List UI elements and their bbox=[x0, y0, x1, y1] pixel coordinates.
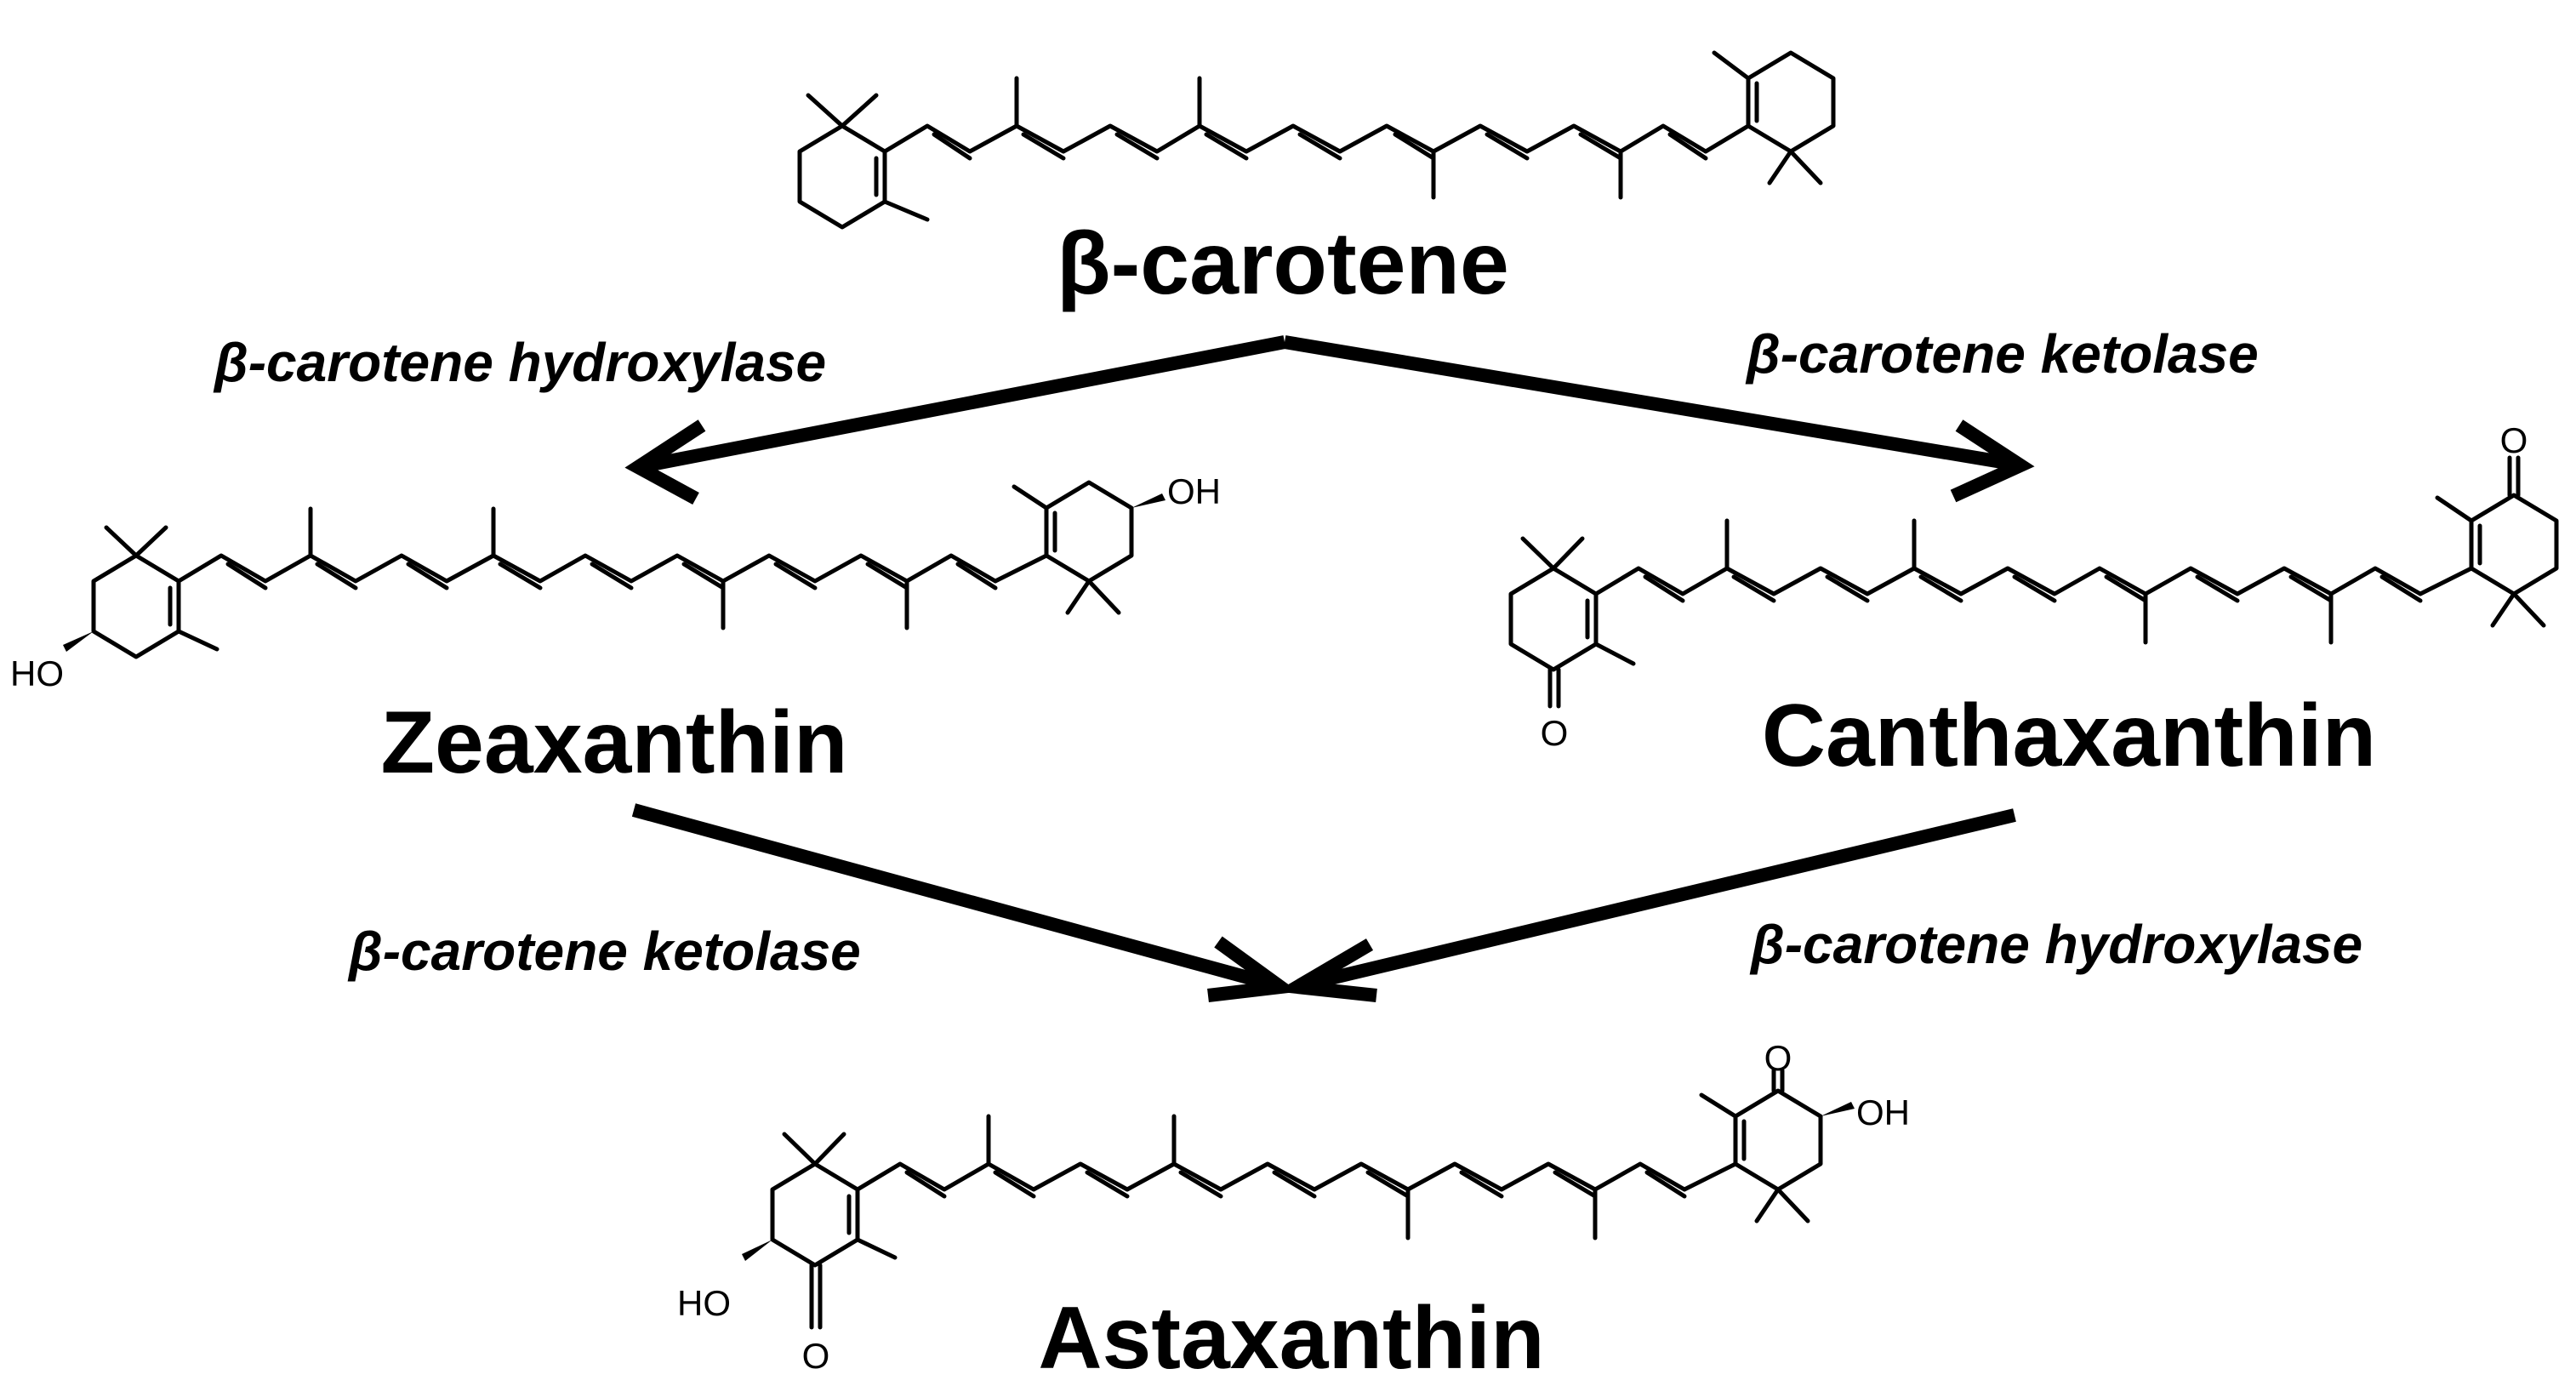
zeaxanthin-structure bbox=[63, 480, 1165, 659]
arrow-beta-carotene-to-zeaxanthin bbox=[624, 335, 1286, 505]
compound-name-astaxanthin: Astaxanthin bbox=[1038, 1289, 1544, 1382]
arrow-zeaxanthin-to-astaxanthin bbox=[631, 803, 1299, 1002]
astaxanthin-structure bbox=[742, 1068, 1855, 1330]
beta-carotene-structure bbox=[797, 50, 1836, 230]
enzyme-label-ketolase-top: β-carotene ketolase bbox=[1745, 323, 2259, 385]
zeaxanthin-ho-label: HO bbox=[10, 653, 64, 693]
compound-name-canthaxanthin: Canthaxanthin bbox=[1762, 687, 2376, 785]
arrow-canthaxanthin-to-astaxanthin bbox=[1276, 808, 2016, 1002]
astaxanthin-ho-label: HO bbox=[677, 1283, 731, 1323]
zeaxanthin-oh-label: OH bbox=[1167, 471, 1221, 511]
astaxanthin-ketone-left-label: O bbox=[802, 1336, 830, 1376]
arrow-beta-carotene-to-canthaxanthin bbox=[1283, 335, 2035, 503]
astaxanthin-ketone-right-label: O bbox=[1764, 1038, 1792, 1078]
enzyme-label-hydroxylase-top: β-carotene hydroxylase bbox=[213, 332, 826, 393]
canthaxanthin-structure bbox=[1508, 455, 2559, 709]
astaxanthin-oh-label: OH bbox=[1856, 1092, 1910, 1132]
compound-name-beta-carotene: β-carotene bbox=[1057, 214, 1509, 313]
compound-name-zeaxanthin: Zeaxanthin bbox=[381, 693, 848, 792]
canthaxanthin-ketone-left-label: O bbox=[1541, 713, 1569, 753]
enzyme-label-ketolase-bottom: β-carotene ketolase bbox=[347, 921, 861, 982]
canthaxanthin-ketone-right-label: O bbox=[2500, 420, 2528, 460]
enzyme-label-hydroxylase-bottom: β-carotene hydroxylase bbox=[1749, 914, 2362, 975]
